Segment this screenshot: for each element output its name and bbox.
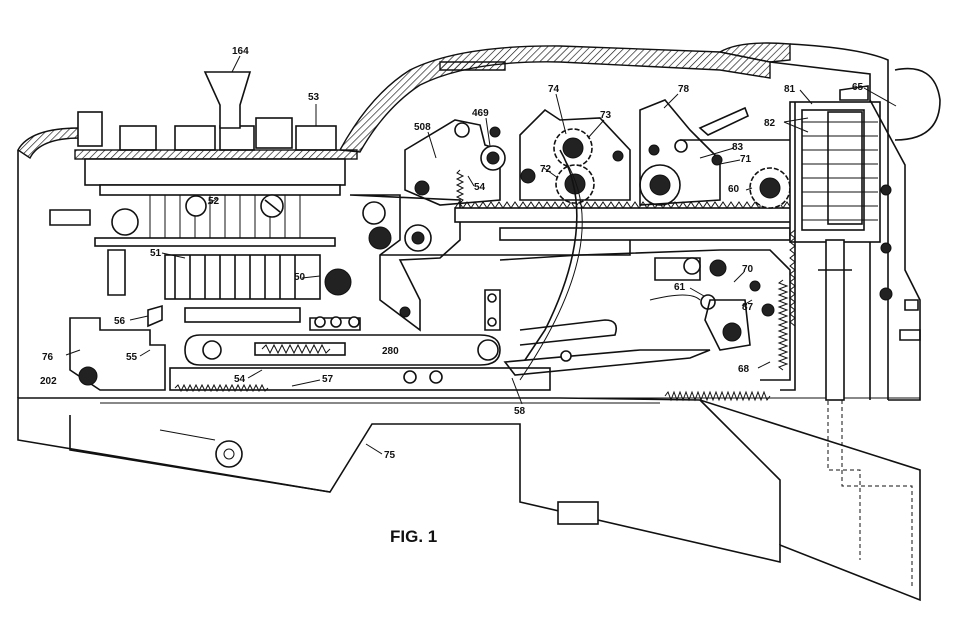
slide-bars (169, 316, 771, 402)
label-58: 58 (514, 406, 526, 417)
label-82: 82 (764, 118, 776, 129)
label-54-lower: 54 (234, 374, 246, 385)
key-bank (49, 71, 358, 323)
label-70: 70 (742, 264, 754, 275)
label-56: 56 (114, 316, 126, 327)
type-bar-comb (94, 195, 336, 323)
label-76: 76 (42, 352, 54, 363)
label-55: 55 (126, 352, 138, 363)
label-164: 164 (232, 46, 249, 57)
right-linkage (484, 149, 791, 381)
figure-caption: FIG. 1 (390, 527, 437, 546)
label-68: 68 (738, 364, 750, 375)
label-508: 508 (414, 122, 431, 133)
linkage-plate (349, 119, 506, 332)
label-52: 52 (208, 196, 220, 207)
label-57: 57 (322, 374, 334, 385)
label-61: 61 (674, 282, 686, 293)
label-78: 78 (678, 84, 690, 95)
base-frame (17, 240, 921, 602)
label-202: 202 (40, 376, 57, 387)
label-53: 53 (308, 92, 320, 103)
label-81-upper: 81 (784, 84, 796, 95)
label-51: 51 (150, 248, 162, 259)
label-65: 65 (852, 82, 864, 93)
label-469: 469 (472, 108, 489, 119)
label-73: 73 (600, 110, 612, 121)
label-54-upper: 54 (474, 182, 486, 193)
label-71: 71 (740, 154, 752, 165)
label-87: 87 (742, 302, 754, 313)
reference-labels: 164 53 52 51 50 56 55 76 202 54 57 280 5… (40, 46, 864, 461)
label-75: 75 (384, 450, 396, 461)
label-72: 72 (540, 164, 552, 175)
label-50: 50 (294, 272, 306, 283)
label-83: 83 (732, 142, 744, 153)
label-74: 74 (548, 84, 560, 95)
print-head-register (780, 67, 941, 401)
rack-bar (380, 201, 800, 256)
leader-lines (65, 55, 897, 455)
label-280: 280 (382, 346, 399, 357)
label-60: 60 (728, 184, 740, 195)
gear-cluster (519, 99, 791, 209)
top-cover (338, 42, 889, 400)
